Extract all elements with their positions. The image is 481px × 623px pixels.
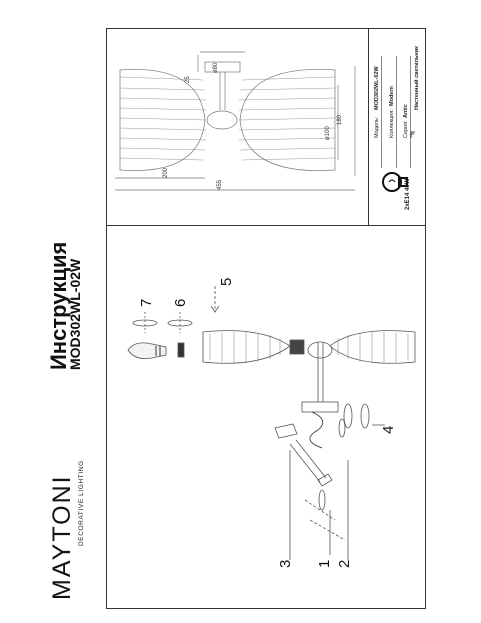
page-frame	[106, 28, 426, 609]
step-label-3: 3	[277, 559, 294, 568]
step-label-4: 4	[380, 425, 397, 434]
step-label-2: 2	[336, 559, 353, 568]
spec-panel	[368, 28, 426, 225]
step-label-6: 6	[172, 298, 189, 307]
step-label-5: 5	[218, 277, 235, 286]
section-divider	[106, 225, 426, 226]
step-label-1: 1	[316, 559, 333, 568]
step-label-7: 7	[138, 298, 155, 307]
